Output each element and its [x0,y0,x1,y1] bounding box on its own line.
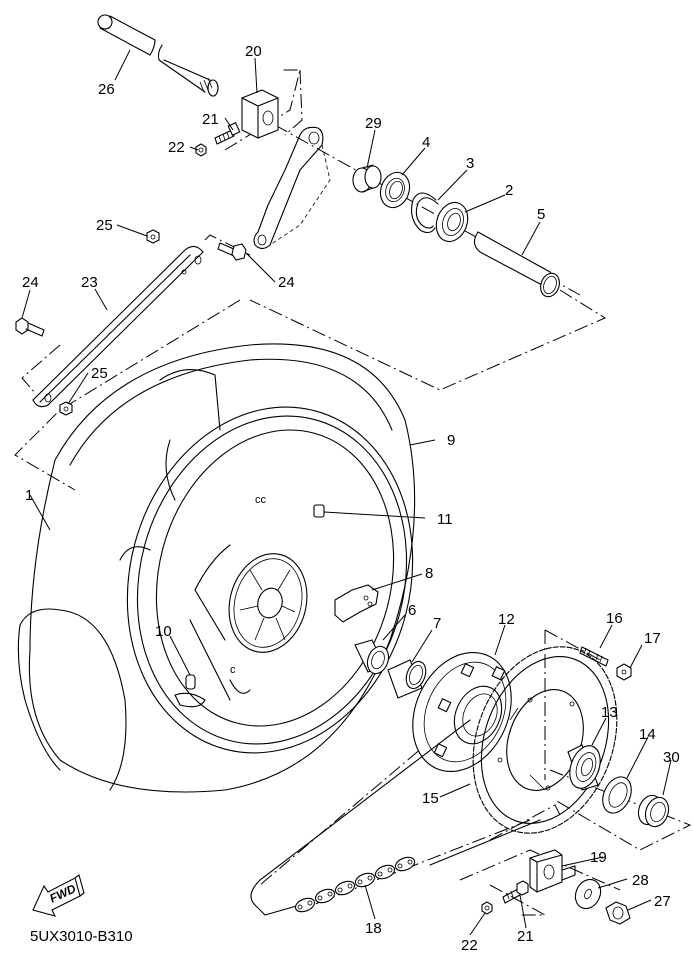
callout-28[interactable]: 28 [632,872,649,889]
callout-7[interactable]: 7 [433,615,441,632]
part-bolt-24-right[interactable] [217,242,247,261]
fwd-direction-badge: FWD [32,874,85,917]
callout-9[interactable]: 9 [447,432,455,449]
part-washer[interactable] [571,875,605,912]
callout-11[interactable]: 11 [437,511,453,528]
callouts: 26 20 21 22 29 4 3 2 5 25 23 24 24 25 9 … [22,43,680,954]
part-axle-nut[interactable] [605,901,631,925]
part-tension-bar[interactable] [32,245,204,408]
callout-24-right[interactable]: 24 [278,274,295,291]
callout-26[interactable]: 26 [98,81,115,98]
part-balance-weight[interactable] [334,584,379,623]
part-drive-chain[interactable] [250,719,541,916]
axle-thread [199,77,219,97]
part-sprocket-hub[interactable] [394,636,530,787]
part-collar-29[interactable] [352,164,382,193]
alignment-line-chain-bottom [299,819,531,911]
part-collar-5[interactable] [473,231,562,299]
callout-5[interactable]: 5 [537,206,545,223]
part-caliper-bracket [253,126,331,250]
part-stud-bolt[interactable] [579,646,609,667]
callout-22-top[interactable]: 22 [168,139,185,156]
wheel-hub [228,553,308,653]
alignment-lines [14,69,692,916]
callout-21-bottom[interactable]: 21 [517,928,534,945]
leader-lines [21,49,672,936]
callout-18[interactable]: 18 [365,920,382,937]
callout-27[interactable]: 27 [654,893,671,910]
alignment-line-collar [249,289,607,391]
part-circlip[interactable] [411,192,439,234]
callout-10[interactable]: 10 [155,623,172,640]
callout-13[interactable]: 13 [601,704,618,721]
part-adjusting-bolt-top[interactable] [214,122,241,145]
callout-30[interactable]: 30 [663,749,680,766]
alignment-line-bar-bottom [21,344,61,394]
callout-14[interactable]: 14 [639,726,656,743]
part-wheel-axle[interactable] [97,14,219,97]
callout-21-top[interactable]: 21 [202,111,219,128]
part-bearing-2[interactable] [431,198,473,246]
callout-15[interactable]: 15 [422,790,439,807]
part-oil-seal-14[interactable] [597,772,637,817]
alignment-line-lock-nut [489,884,546,916]
callout-25-bottom[interactable]: 25 [91,365,108,382]
alignment-line-puller-right [489,804,561,841]
part-bearing-13[interactable] [564,742,605,793]
alignment-line-stud-top [544,629,601,661]
part-balance-weight-clip[interactable] [313,504,325,518]
part-nut-25-top[interactable] [146,229,160,244]
part-needle-bearing[interactable] [354,639,392,677]
callout-20[interactable]: 20 [245,43,262,60]
callout-8[interactable]: 8 [425,565,433,582]
callout-2[interactable]: 2 [505,182,513,199]
callout-4[interactable]: 4 [422,134,430,151]
part-lock-nut-top[interactable] [195,143,207,157]
part-bolt-24-left[interactable] [15,317,45,337]
part-rear-wheel[interactable]: cc c [89,369,450,786]
alignment-line-wheel-left [14,299,241,491]
part-collar-7[interactable] [387,659,429,699]
callout-16[interactable]: 16 [606,610,623,627]
part-nut-17[interactable] [616,663,632,681]
callout-19[interactable]: 19 [590,849,607,866]
part-valve[interactable] [174,674,206,708]
callout-23[interactable]: 23 [81,274,98,291]
alignment-line-puller-left [284,69,303,136]
part-nut-25-bottom[interactable] [59,401,73,416]
callout-12[interactable]: 12 [498,611,515,628]
callout-17[interactable]: 17 [644,630,661,647]
chain-links [294,856,416,913]
alignment-line-axle-nut [459,849,621,891]
part-tire[interactable] [17,343,416,793]
alignment-line-axle-left [224,69,301,151]
part-collar-30[interactable] [635,792,673,830]
part-chain-puller-right[interactable] [529,849,576,893]
callout-1[interactable]: 1 [25,487,33,504]
callout-24-left[interactable]: 24 [22,274,39,291]
rim-marking: cc [255,494,267,506]
part-lock-nut-bottom[interactable] [481,901,493,915]
part-chain-puller-left[interactable] [241,89,279,139]
rim-marking-lower: c [230,664,236,676]
callout-25-top[interactable]: 25 [96,217,113,234]
callout-29[interactable]: 29 [365,115,382,132]
callout-6[interactable]: 6 [408,602,416,619]
part-oil-seal-4[interactable] [376,168,415,211]
diagram-code: 5UX3010-B310 [30,928,133,945]
part-adjusting-bolt-bottom[interactable] [502,880,529,904]
callout-22-bottom[interactable]: 22 [461,937,478,954]
callout-3[interactable]: 3 [466,155,474,172]
